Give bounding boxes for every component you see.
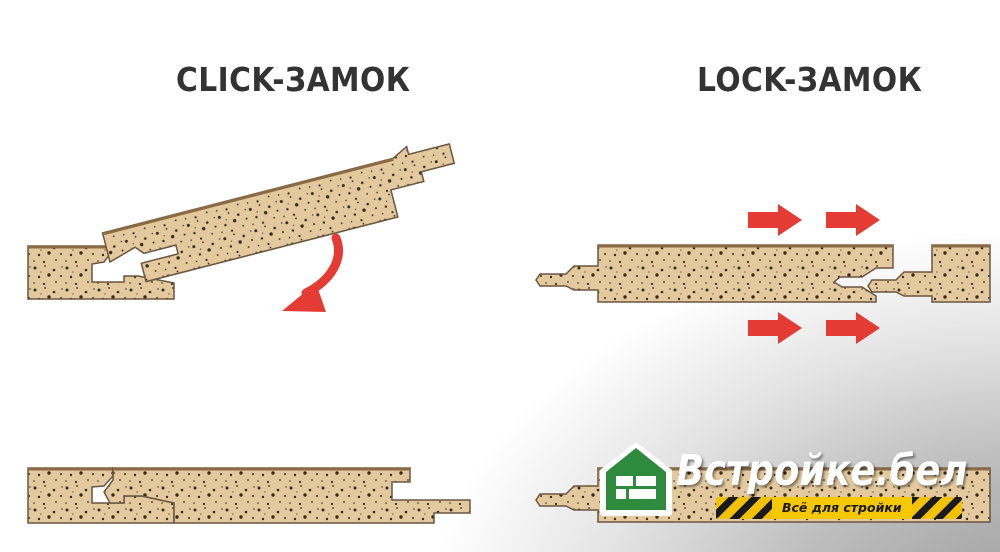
lock-lock-title: LOCK-ЗАМОК bbox=[697, 60, 923, 99]
push-arrow-top-left bbox=[748, 204, 802, 236]
lock-board-right bbox=[867, 244, 991, 303]
click-lock-title: CLICK-ЗАМОК bbox=[176, 60, 411, 99]
lock-board-main bbox=[535, 244, 894, 303]
push-arrow-top-right bbox=[826, 204, 880, 236]
push-arrow-bottom-right bbox=[826, 312, 880, 344]
house-brick-icon bbox=[600, 442, 672, 516]
rotation-arrow bbox=[282, 233, 343, 312]
click-board-tilted bbox=[101, 142, 456, 283]
push-arrow-bottom-left bbox=[748, 312, 802, 344]
click-board-right-bottom bbox=[103, 467, 471, 524]
logo-tagline: Всё для стройки bbox=[772, 497, 912, 519]
logo-name: Встройке.бел bbox=[676, 446, 968, 496]
brand-logo[interactable]: Встройке.бел Всё для стройки bbox=[596, 438, 976, 538]
